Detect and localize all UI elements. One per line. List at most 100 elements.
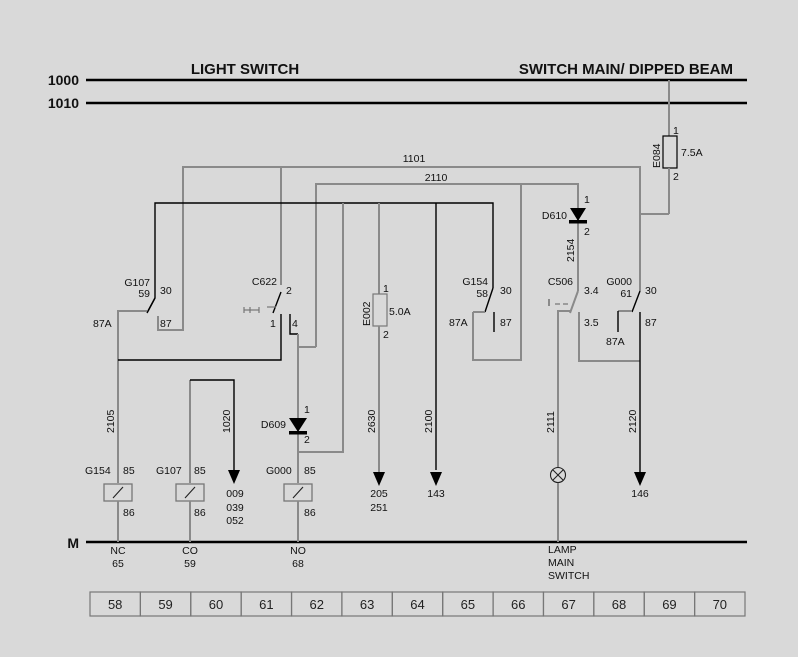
svg-text:87A: 87A (606, 336, 625, 348)
grid-cell-label: 66 (511, 597, 525, 612)
svg-text:1101: 1101 (403, 153, 426, 165)
svg-text:85: 85 (304, 465, 316, 477)
svg-text:87: 87 (500, 317, 512, 329)
svg-text:30: 30 (645, 285, 657, 297)
svg-text:87A: 87A (449, 317, 468, 329)
diode-d609: D609 1 2 (261, 203, 344, 483)
svg-text:87A: 87A (93, 318, 112, 330)
svg-text:1: 1 (270, 318, 276, 330)
svg-text:C622: C622 (252, 276, 277, 288)
lamp-main-switch: 2111 (545, 411, 567, 484)
svg-text:85: 85 (194, 465, 206, 477)
relay-contact-g154: G154 58 30 87 87A (449, 276, 512, 332)
grid-cell-63: 63 (341, 591, 393, 617)
grid-cell-label: 62 (309, 597, 323, 612)
svg-text:87: 87 (645, 317, 657, 329)
svg-text:5.0A: 5.0A (389, 306, 411, 318)
svg-text:2: 2 (286, 285, 292, 297)
svg-text:2: 2 (584, 226, 590, 238)
wire-2111-label: 2111 (545, 411, 557, 433)
svg-text:143: 143 (427, 488, 445, 500)
grid-cell-65: 65 (442, 591, 494, 617)
svg-text:86: 86 (123, 507, 135, 519)
grid-cell-label: 64 (410, 597, 424, 612)
grid-cell-label: 61 (259, 597, 273, 612)
svg-text:G154: G154 (462, 276, 488, 288)
svg-text:009: 009 (226, 488, 244, 500)
wire-2120-label: 2120 (627, 409, 639, 433)
svg-text:1: 1 (304, 404, 310, 416)
grid-cell-label: 58 (108, 597, 122, 612)
svg-text:1: 1 (673, 125, 679, 137)
svg-text:86: 86 (304, 507, 316, 519)
wire-2100: 2100 143 (423, 409, 445, 500)
svg-text:1: 1 (383, 283, 389, 295)
light-switch-title: LIGHT SWITCH (191, 61, 299, 78)
svg-text:61: 61 (620, 288, 632, 300)
relay-contact-g000: G000 61 30 87 87A 2120 146 (606, 214, 657, 500)
relay-coil-g154: G154 85 86 (85, 465, 135, 542)
svg-text:D610: D610 (542, 210, 567, 222)
switch-c622: C622 2 1 4 (243, 276, 316, 348)
switch-c506: C506 3.4 3.5 (548, 276, 640, 542)
svg-text:85: 85 (123, 465, 135, 477)
wire-g107-30-feed (147, 202, 494, 470)
relay-coil-g107: G107 85 86 (156, 465, 206, 542)
ground-label-nc: NC 65 (110, 545, 126, 570)
svg-text:58: 58 (476, 288, 488, 300)
ground-bus-label: M (67, 535, 79, 551)
svg-text:2110: 2110 (425, 172, 448, 184)
grid-cell-label: 60 (209, 597, 223, 612)
svg-text:SWITCH: SWITCH (548, 570, 589, 582)
svg-text:59: 59 (184, 558, 196, 570)
grid-cell-label: 68 (612, 597, 626, 612)
wire-1020: 1020 009 039 052 (189, 379, 244, 527)
svg-text:30: 30 (500, 285, 512, 297)
grid-cell-64: 64 (391, 591, 444, 617)
wire-2105-label: 2105 (105, 409, 117, 433)
svg-text:G000: G000 (606, 276, 632, 288)
svg-text:2: 2 (383, 329, 389, 341)
svg-text:3.4: 3.4 (584, 285, 599, 297)
grid-cell-67: 67 (542, 591, 595, 617)
wire-2154-label: 2154 (565, 238, 577, 262)
svg-text:G107: G107 (156, 465, 182, 477)
grid-cell-70: 70 (694, 591, 746, 617)
fuse-e084: 1 2 7.5A E084 (640, 80, 703, 215)
svg-text:G154: G154 (85, 465, 111, 477)
relay-coil-g000: G000 85 86 (266, 465, 316, 542)
svg-text:2100: 2100 (423, 409, 435, 433)
grid-cell-62: 62 (290, 591, 343, 617)
grid-cell-label: 70 (713, 597, 727, 612)
grid-cell-60: 60 (190, 591, 242, 617)
grid-cell-66: 66 (492, 591, 545, 617)
grid-cell-label: 63 (360, 597, 374, 612)
svg-text:30: 30 (160, 285, 172, 297)
svg-text:251: 251 (370, 502, 388, 514)
svg-text:E084: E084 (651, 143, 663, 168)
grid-cell-label: 69 (662, 597, 676, 612)
relay-contact-g107: G107 59 30 87 87A (93, 277, 282, 483)
svg-text:2: 2 (304, 434, 310, 446)
svg-text:052: 052 (226, 515, 244, 527)
grid-cell-68: 68 (593, 591, 645, 617)
svg-text:039: 039 (226, 502, 244, 514)
wire-1101: 1101 (157, 153, 641, 331)
svg-text:7.5A: 7.5A (681, 147, 703, 159)
svg-text:4: 4 (292, 318, 298, 330)
fuse-e002: 1 2 5.0A E002 2630 205 251 (361, 203, 411, 514)
svg-text:G000: G000 (266, 465, 292, 477)
svg-text:D609: D609 (261, 419, 286, 431)
ground-label-lamp: LAMP MAIN SWITCH (548, 544, 589, 582)
grid-cell-58: 58 (89, 591, 141, 617)
svg-text:NO: NO (290, 545, 306, 557)
svg-text:68: 68 (292, 558, 304, 570)
svg-text:CO: CO (182, 545, 198, 557)
bus-1000-label: 1000 (48, 72, 79, 88)
grid-cell-label: 67 (561, 597, 575, 612)
ground-label-co: CO 59 (182, 545, 198, 570)
svg-text:E002: E002 (361, 301, 373, 326)
svg-text:MAIN: MAIN (548, 557, 574, 569)
